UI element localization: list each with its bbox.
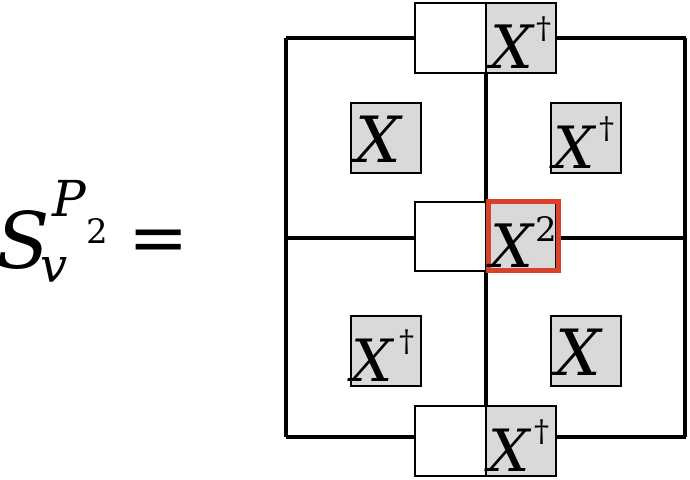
operator-center-base: X (486, 212, 535, 282)
plaquette-top-left-base: X (350, 104, 403, 178)
plaquette-top-right: X † (549, 102, 622, 182)
plaquette-bottom-left: X † (347, 315, 422, 395)
operator-center-exp: 2 (535, 210, 557, 250)
equation-subscript: v (40, 238, 67, 294)
equation-equals-sign: = (128, 195, 188, 279)
plaquette-bottom-right-base: X (550, 317, 603, 391)
plaquette-top-left: X (350, 102, 422, 178)
equation-symbol: S (0, 197, 49, 287)
operator-bottom-exp: † (534, 414, 549, 449)
empty-box-middle (414, 201, 487, 272)
operator-bottom-base: X (484, 417, 532, 480)
equation-superscript: P (51, 170, 87, 228)
plaquette-bottom-left-base: X (347, 327, 395, 395)
plaquette-top-right-exp: † (599, 111, 614, 146)
operator-center: X 2 (485, 199, 561, 282)
plaquette-top-right-base: X (549, 114, 597, 182)
operator-center-highlight (486, 199, 561, 273)
operator-top: X † (485, 2, 557, 83)
plaquette-bottom-right: X (550, 315, 622, 391)
empty-box-bottom (414, 405, 487, 477)
equation-superscript-index: 2 (86, 212, 108, 252)
plaquette-bottom-left-exp: † (399, 324, 414, 359)
empty-boxes (414, 2, 487, 477)
operator-top-exp: † (536, 11, 551, 46)
operator-bottom: X † (484, 405, 557, 480)
empty-box-top (414, 2, 487, 74)
operator-top-base: X (486, 13, 535, 83)
stabilizer-equation: S P 2 v = (0, 170, 188, 294)
